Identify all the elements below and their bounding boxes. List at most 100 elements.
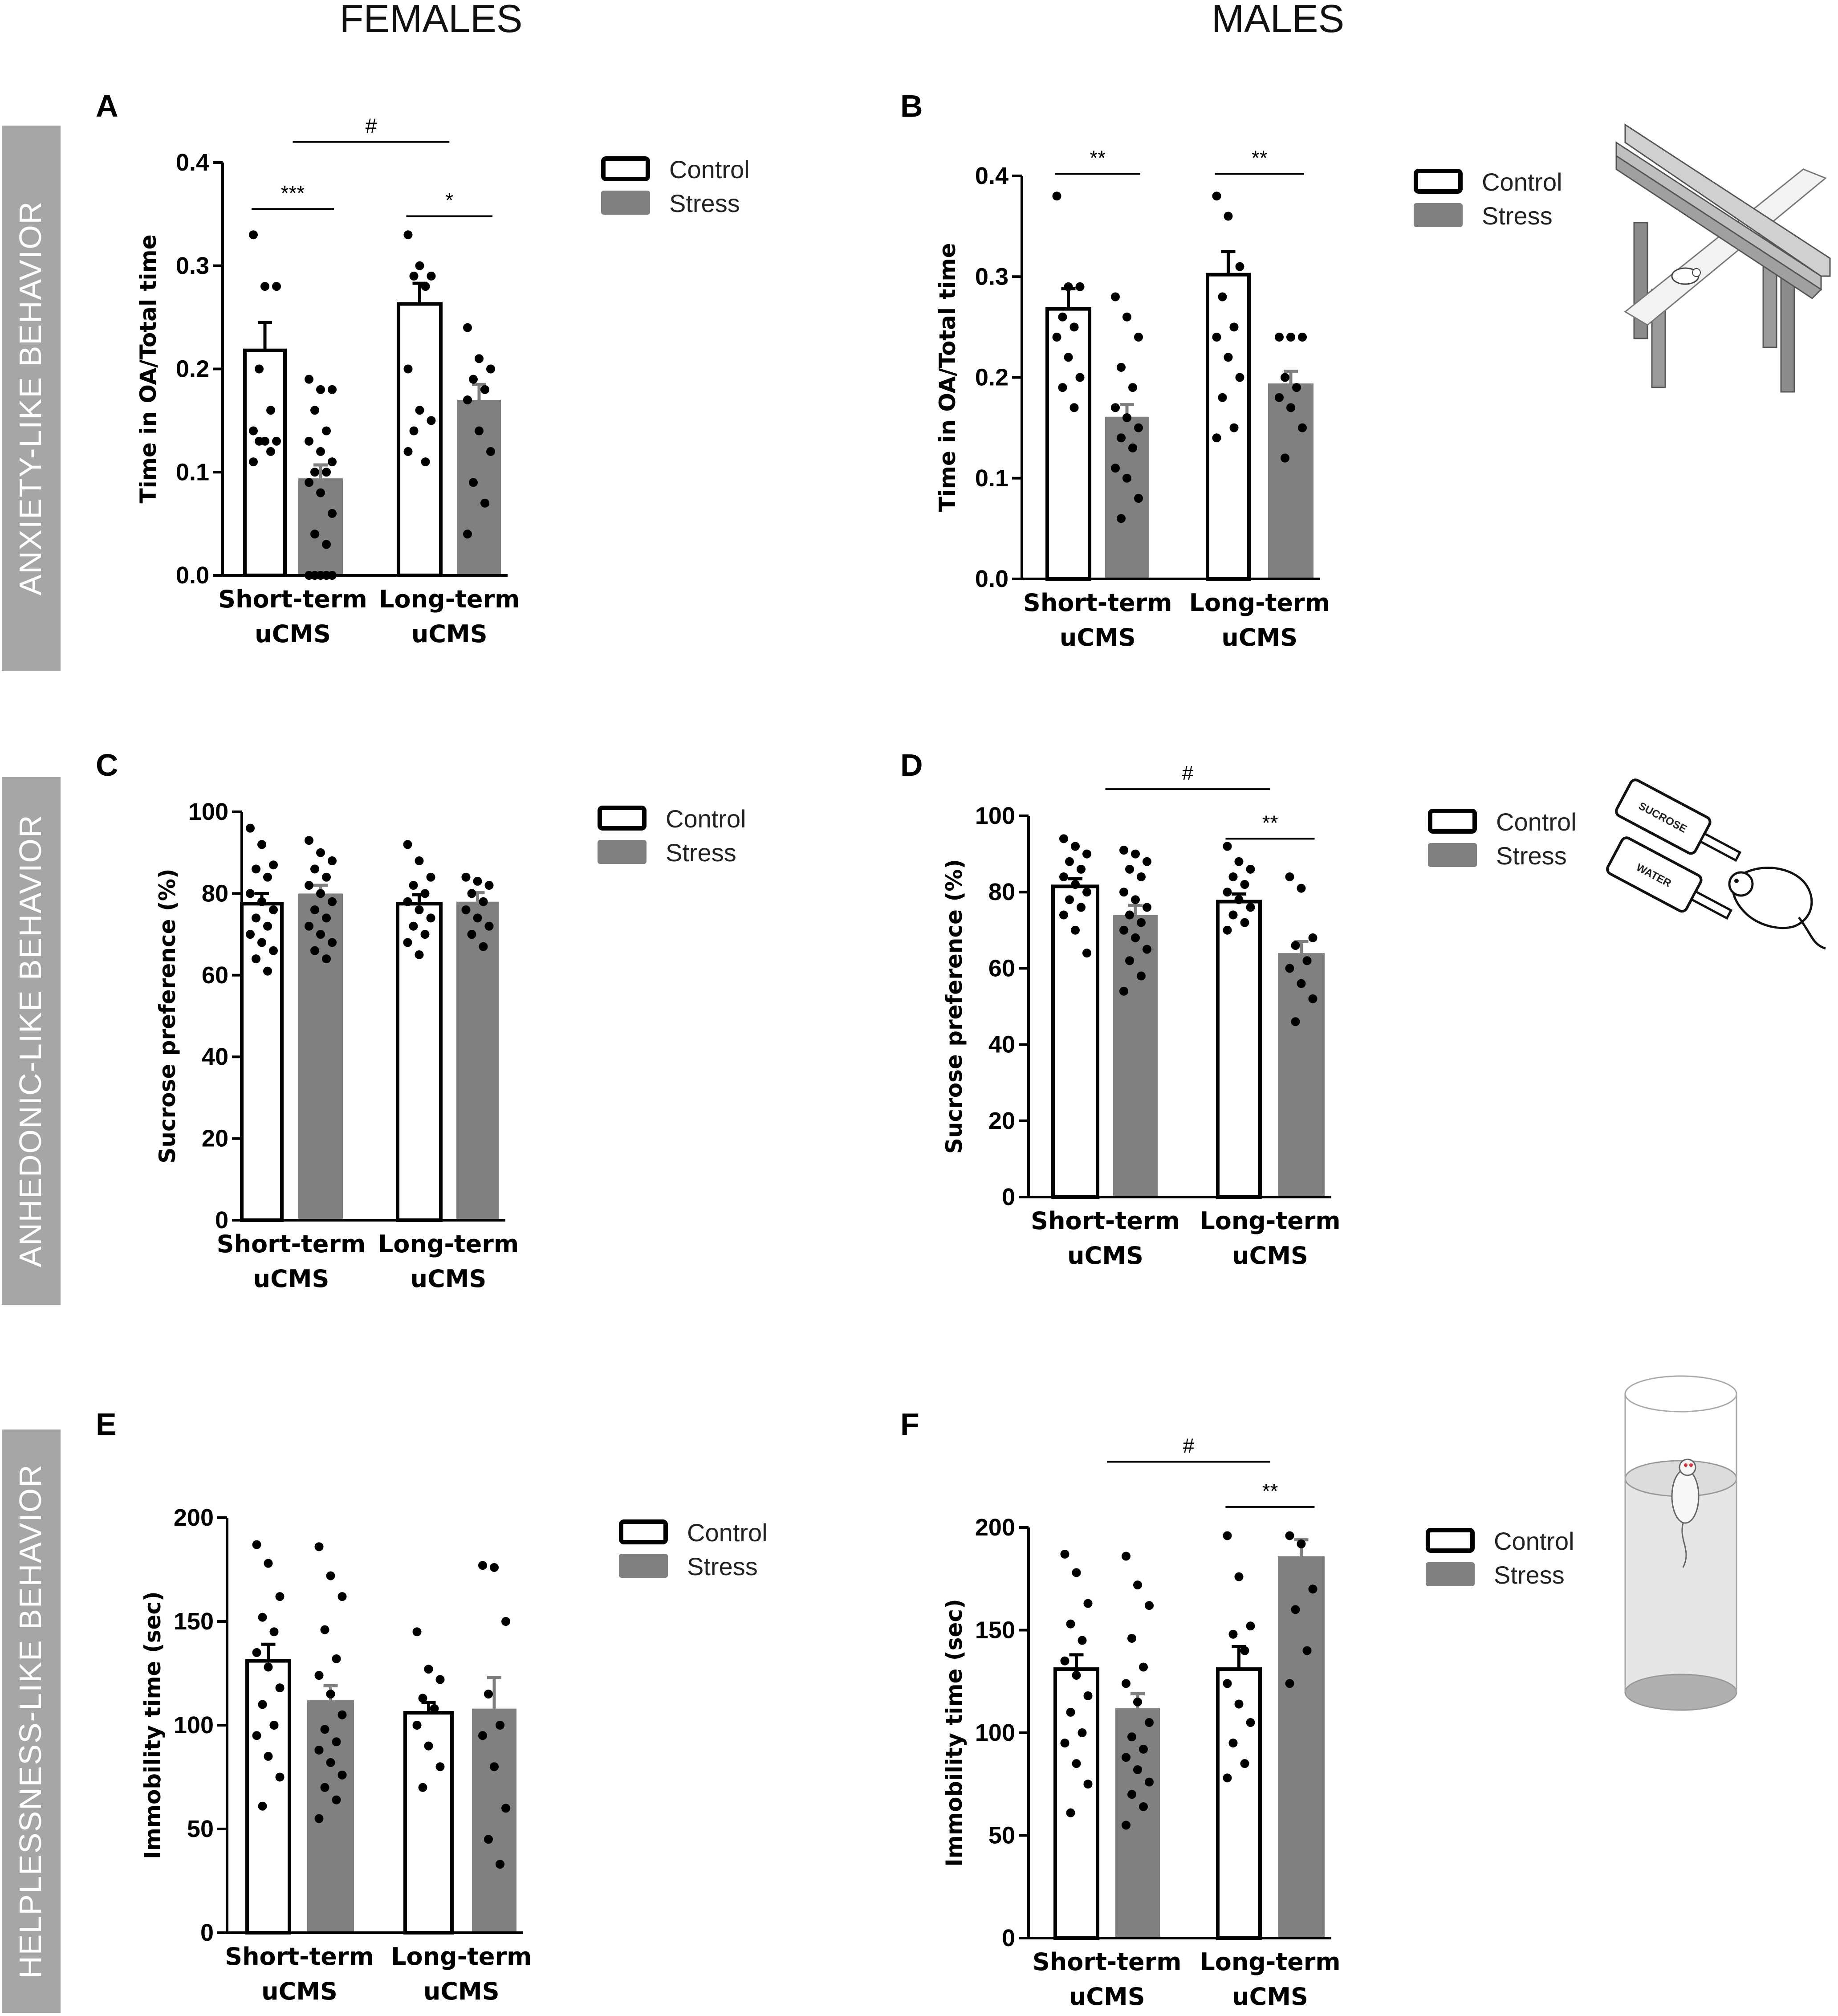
data-point [1133,1697,1142,1706]
control-bar [1216,1667,1262,1940]
data-point [461,905,471,915]
data-point [249,230,258,240]
data-point [1223,888,1232,897]
legend-stress-swatch [619,1554,668,1578]
data-point [1082,849,1091,859]
control-bar [1216,900,1262,1199]
y-tick-label: 0.3 [975,263,1008,290]
data-point [1059,910,1068,920]
data-point [1275,333,1284,342]
data-point [1228,910,1238,920]
data-point [1083,1691,1093,1701]
x-category-line: Long-term [391,1943,532,1971]
data-point [275,1772,285,1782]
data-point [1281,453,1289,463]
data-point [269,905,278,915]
panel-letter: A [96,89,118,123]
data-point [338,1710,347,1719]
legend-stress-swatch [1428,843,1477,867]
x-category-line: uCMS [1232,1242,1308,1270]
data-point [264,1751,273,1761]
row-label-anhedonic-bg [2,777,61,1305]
stress-bar [1113,915,1158,1197]
data-point [1119,925,1128,935]
data-point [326,1690,335,1699]
data-point [1059,872,1068,881]
data-point [266,447,275,456]
data-point [1064,353,1073,362]
data-point [435,1675,445,1684]
data-point [255,364,264,374]
data-point [403,364,413,374]
data-point [1223,842,1232,851]
data-point [322,468,331,477]
data-point [338,1592,347,1601]
y-tick-label: 0.2 [975,364,1008,391]
y-tick-label: 0.1 [975,465,1008,492]
data-point [473,876,482,886]
legend-control-swatch [619,1519,668,1544]
legend-stress-swatch [1426,1562,1475,1586]
data-point [252,1731,261,1740]
data-point [1064,282,1073,291]
significance-label: ** [1262,1479,1278,1503]
data-point [1302,1646,1312,1655]
data-point [246,823,255,833]
data-point [1111,464,1120,473]
forced-swim-cylinder-icon [1624,1375,1737,1711]
data-point [467,889,476,898]
data-point [1122,413,1131,422]
data-point [1139,1744,1148,1754]
data-point [1308,933,1318,942]
data-point [1060,1549,1069,1559]
data-point [1285,1679,1294,1688]
legend-stress-label: Stress [1482,202,1553,230]
y-tick-label: 0.4 [975,163,1008,189]
data-point [415,261,424,270]
data-point [501,1617,510,1626]
data-point [1117,362,1126,372]
y-axis-label: Immobility time (sec) [140,1591,166,1859]
data-point [326,1758,335,1767]
data-point [1143,857,1151,866]
data-point [412,1721,422,1730]
data-point [1246,1718,1255,1727]
x-category-line: uCMS [255,620,331,648]
data-point [1223,1679,1232,1688]
data-point [252,913,260,923]
data-point [305,436,313,446]
data-point [258,1613,267,1622]
data-point [463,395,472,405]
significance-label: ** [1090,146,1106,169]
data-point [328,938,337,947]
data-point [246,930,255,939]
data-point [427,416,436,425]
data-point [1066,1808,1075,1817]
data-point [490,1563,499,1572]
legend-control-label: Control [1494,1527,1574,1555]
x-category-line: Long-term [379,585,520,613]
data-point [1302,956,1312,965]
data-point [1308,1584,1318,1594]
data-point [1078,1636,1087,1645]
data-point [463,323,472,332]
data-point [1083,1599,1093,1608]
data-point [332,1795,341,1804]
row-label-helplessness-bg [2,1430,61,2013]
data-point [338,1770,347,1780]
data-point [1134,333,1143,342]
control-bar [240,902,284,1222]
data-point [246,889,255,898]
data-point [475,354,484,363]
data-point [1066,1619,1075,1629]
data-point [1125,910,1134,920]
data-point [263,872,272,882]
y-tick-label: 50 [187,1816,214,1842]
legend-control-label: Control [687,1519,768,1547]
significance-label: ** [1252,146,1268,169]
panel-letter: C [96,748,118,782]
